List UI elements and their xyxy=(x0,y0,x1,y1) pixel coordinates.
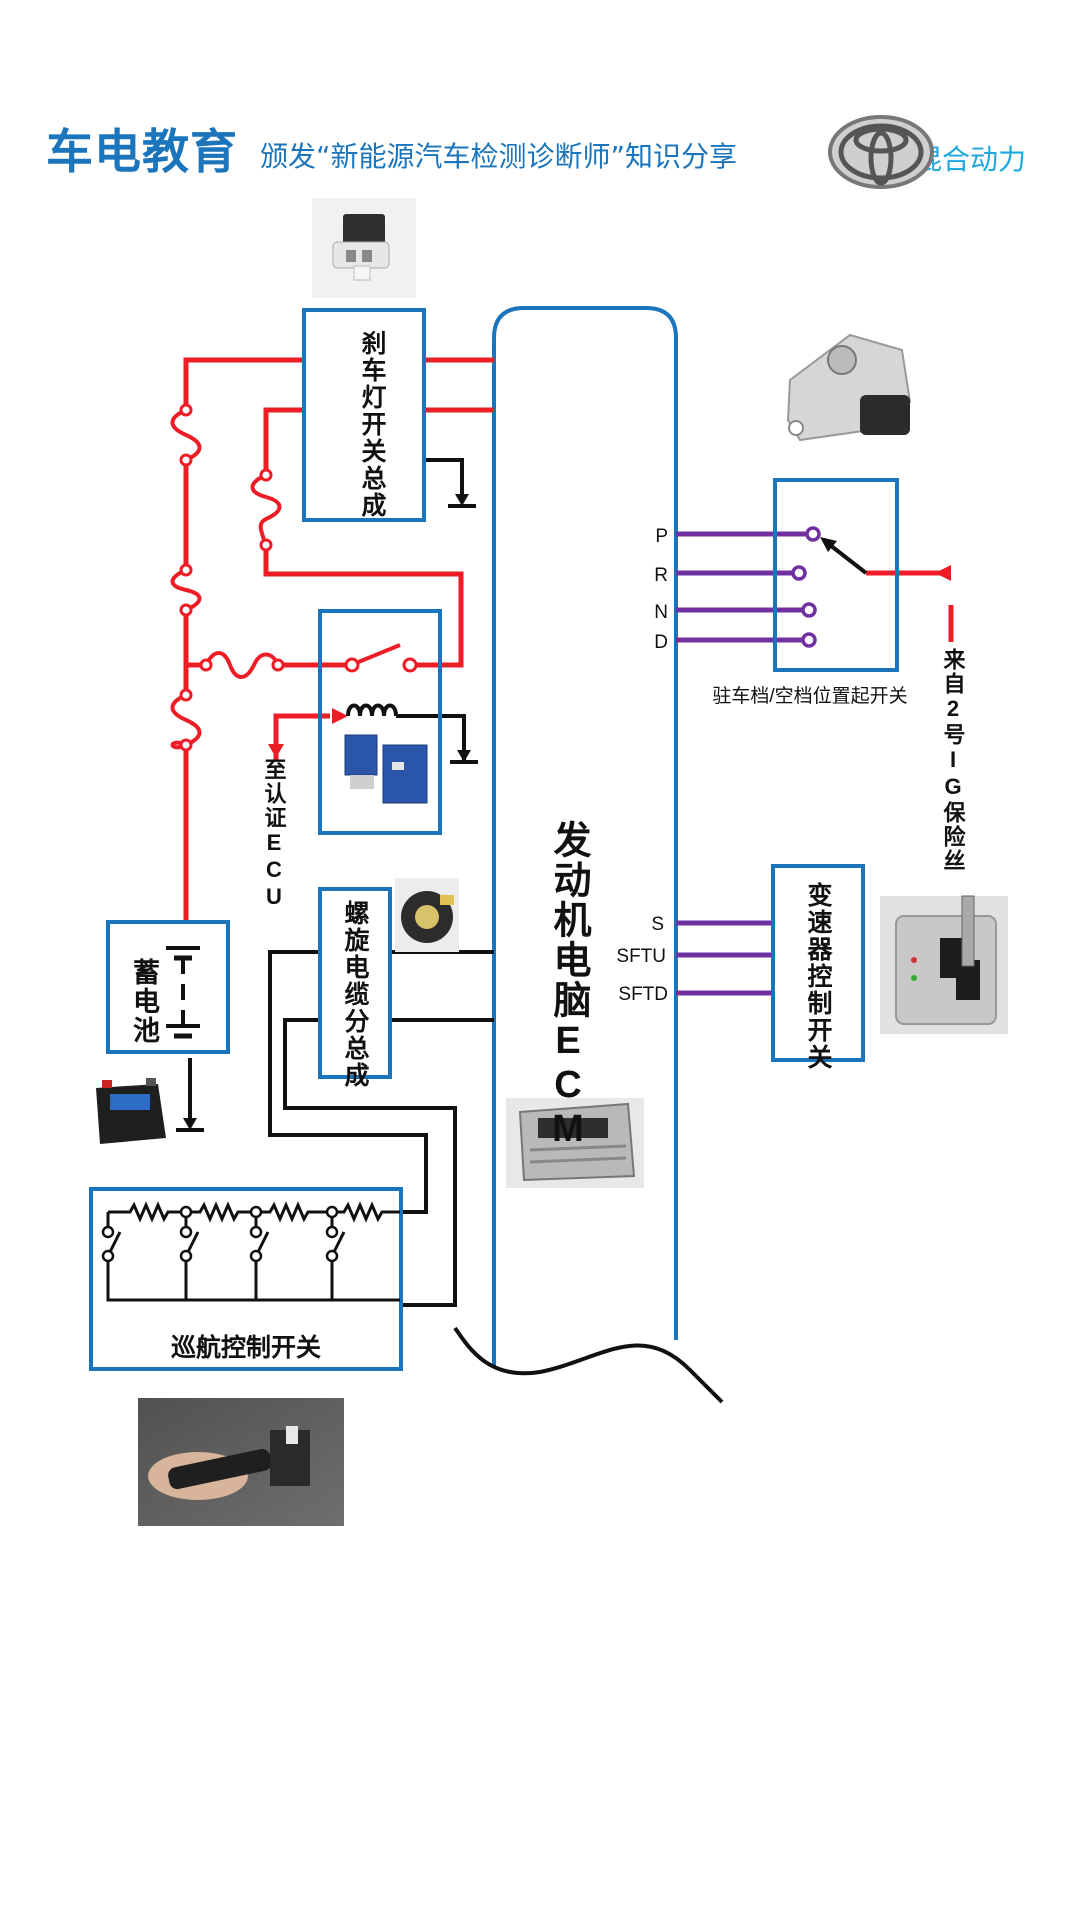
prnd-wiring xyxy=(676,531,807,996)
pin-s-label: S xyxy=(651,914,664,935)
relay-box xyxy=(318,609,442,835)
brake-switch-label: 刹车灯开关总成 xyxy=(358,330,387,519)
pin-sftd-label: SFTD xyxy=(618,984,668,1005)
park-neutral-switch-box xyxy=(773,478,899,672)
pin-n-label: N xyxy=(654,602,668,623)
auth-ecu-label: 至认证ECU xyxy=(262,758,287,911)
spiral-cable-photo xyxy=(395,878,459,952)
relay-photo xyxy=(344,734,428,804)
battery-label: 蓄电池 xyxy=(129,958,160,1045)
pin-r-label: R xyxy=(654,565,668,586)
spiral-cable-box xyxy=(318,887,392,1079)
park-neutral-switch-photo xyxy=(786,333,912,442)
brake-switch-photo xyxy=(312,198,416,298)
cruise-switch-box xyxy=(89,1187,403,1371)
spiral-cable-label: 螺旋电缆分总成 xyxy=(341,900,370,1089)
cruise-switch-nodes xyxy=(101,1205,339,1263)
fuse-terminals xyxy=(179,403,285,752)
battery-photo xyxy=(93,1078,167,1146)
prnd-contacts xyxy=(791,526,821,648)
ecm-outline xyxy=(492,306,678,1368)
ground-icons xyxy=(176,458,476,1132)
ig-fuse-label: 来自2号IG保险丝 xyxy=(941,648,967,873)
ecm-break-line xyxy=(453,1326,724,1404)
arrow-to-auth-ecu-icon xyxy=(268,708,348,758)
brand-title: 车电教育 xyxy=(46,125,238,180)
pin-d-label: D xyxy=(654,632,668,653)
ecm-label: 发动机电脑ECM xyxy=(547,820,591,1152)
shift-lever-photo xyxy=(880,895,1008,1034)
prnd-wiper-icon xyxy=(820,537,951,581)
park-neutral-switch-label: 驻车档/空档位置起开关 xyxy=(712,685,907,707)
shift-switch-box xyxy=(771,864,865,1062)
shift-switch-label: 变速器控制开关 xyxy=(804,881,834,1071)
battery-box xyxy=(106,920,230,1054)
fuse-icons xyxy=(170,408,282,750)
pin-sftu-label: SFTU xyxy=(616,946,666,967)
cruise-lever-photo xyxy=(138,1398,344,1526)
brake-switch-box xyxy=(302,308,426,522)
cruise-switch-label: 巡航控制开关 xyxy=(171,1333,321,1362)
battery-symbol-icon xyxy=(166,946,200,1039)
header-subtitle: 颁发“新能源汽车检测诊断师”知识分享 xyxy=(260,140,738,173)
ecm-photo xyxy=(506,1098,644,1188)
pin-p-label: P xyxy=(655,526,668,547)
toyota-logo-icon xyxy=(828,115,934,189)
relay-contact-icon xyxy=(344,643,418,673)
